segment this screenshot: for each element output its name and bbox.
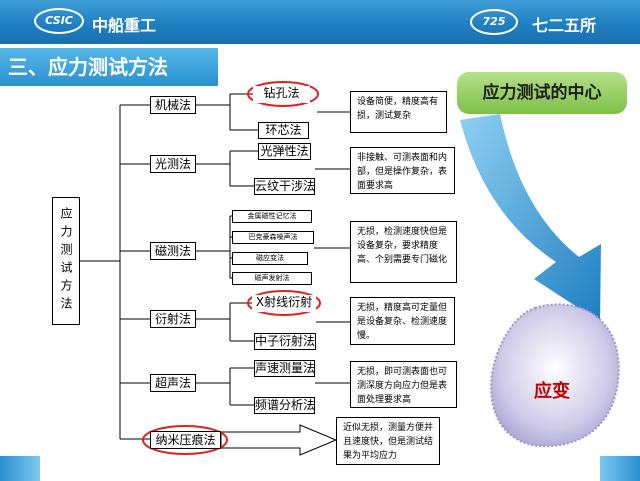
brand-right-name: 七二五所 bbox=[532, 16, 597, 35]
desc-mechanical: 设备简便，精度高有损，测试复杂 bbox=[350, 91, 447, 133]
method-neutron-diffraction: 中子衍射法 bbox=[254, 333, 316, 350]
method-spectrum-analysis: 频谱分析法 bbox=[254, 397, 316, 414]
desc-ultrasonic: 无损，即可测表面也可测深度方向应力但是表面处理要求高 bbox=[350, 361, 457, 408]
footer-bar-left bbox=[0, 456, 40, 481]
method-drilling: 钻孔法 bbox=[253, 86, 310, 103]
category-nanoindentation: 纳米压痕法 bbox=[150, 431, 221, 449]
category-mechanical: 机械法 bbox=[150, 96, 196, 114]
highlight-circle-drilling bbox=[247, 81, 319, 107]
desc-nanoindentation: 近似无损，测量方便并且速度快，但是测试结果为平均应力 bbox=[336, 417, 440, 465]
root-node: 应力测试方法 bbox=[52, 197, 80, 325]
desc-magnetic: 无损，检测速度快但是设备复杂，要求精度高、个别需要专门磁化 bbox=[350, 221, 457, 283]
method-magnetoacoustic-emission: 磁声发射法 bbox=[232, 272, 312, 285]
method-xray-diffraction: X射线衍射 bbox=[252, 295, 316, 312]
csic-logo: CSIC bbox=[34, 8, 84, 34]
desc-diffraction: 无损，精度高可定量但是设备复杂、检测速度慢。 bbox=[350, 297, 455, 345]
stress-test-center-label: 应力测试的中心 bbox=[457, 72, 627, 114]
nano-arrow bbox=[220, 424, 338, 456]
strain-blob bbox=[490, 303, 620, 448]
brand-left-name: 中船重工 bbox=[92, 16, 157, 35]
institute-725-logo: 725 bbox=[470, 9, 518, 35]
footer-bar-right bbox=[600, 456, 640, 481]
method-photoelastic: 光弹性法 bbox=[258, 143, 311, 160]
section-title: 三、应力测试方法 bbox=[0, 48, 218, 86]
desc-optical: 非接触、可测表面和内部，但是操作复杂，表面要求高 bbox=[350, 147, 455, 194]
method-ring-core: 环芯法 bbox=[258, 122, 309, 139]
category-diffraction: 衍射法 bbox=[150, 310, 196, 328]
category-magnetic: 磁测法 bbox=[150, 242, 196, 260]
curved-arrow bbox=[460, 114, 601, 322]
method-metal-magnetic-memory: 金属磁性记忆法 bbox=[232, 210, 312, 223]
category-ultrasonic: 超声法 bbox=[150, 374, 196, 392]
method-sound-velocity: 声速测量法 bbox=[254, 360, 316, 377]
header-bar: CSIC 中船重工 725 七二五所 bbox=[0, 0, 640, 44]
highlight-circle-xray bbox=[247, 290, 321, 316]
category-optical: 光测法 bbox=[150, 155, 196, 173]
highlight-circle-nano bbox=[142, 425, 228, 455]
method-magnetostriction: 磁应变法 bbox=[232, 252, 308, 265]
strain-label: 应变 bbox=[534, 381, 570, 402]
method-barkhausen-noise: 巴克豪森噪声法 bbox=[232, 231, 314, 244]
method-moire-interferometry: 云纹干涉法 bbox=[254, 178, 316, 195]
